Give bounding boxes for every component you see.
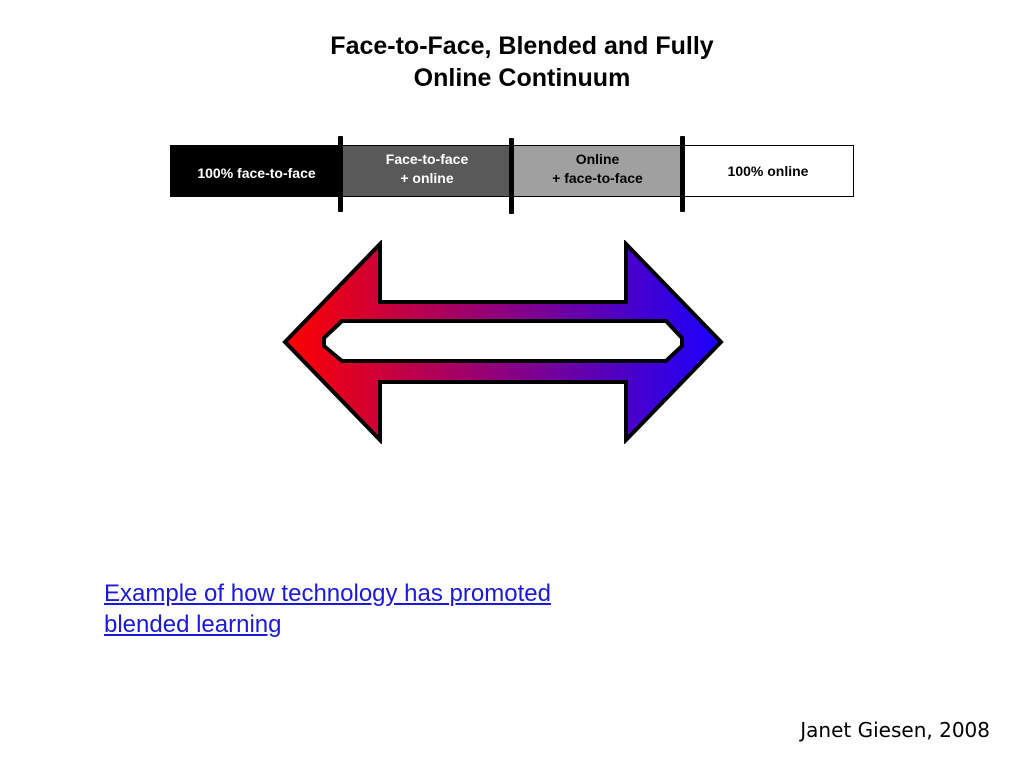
continuum-divider: [338, 136, 343, 212]
segment-face-to-face-plus-online: Face-to-face + online: [342, 146, 512, 196]
link-line-2: blended learning: [104, 611, 282, 638]
segment-label-line-1: Face-to-face: [385, 151, 469, 167]
segment-label-line-2: + face-to-face: [552, 170, 643, 186]
blended-learning-example-link[interactable]: Example of how technology has promoted b…: [104, 578, 624, 640]
double-headed-arrow-icon: [282, 240, 724, 444]
arrow-outline: [282, 240, 724, 444]
segment-label: Face-to-face + online: [386, 150, 468, 188]
continuum-divider: [680, 136, 685, 212]
slide-title-line-2: Online Continuum: [413, 64, 631, 92]
author-credit: Janet Giesen, 2008: [800, 718, 990, 742]
slide-title: Face-to-Face, Blended and Fully Online C…: [212, 30, 832, 94]
segment-label: 100% online: [728, 162, 809, 181]
link-line-1: Example of how technology has promoted: [104, 580, 551, 607]
segment-label-line-2: + online: [400, 170, 454, 186]
segment-label-line-1: 100% face-to-face: [197, 164, 316, 181]
segment-label: Online + face-to-face: [552, 150, 643, 188]
segment-label-line-1: Online: [575, 151, 620, 167]
continuum-bar: 100% face-to-face Face-to-face + online …: [170, 145, 854, 197]
segment-face-to-face: 100% face-to-face: [171, 146, 342, 196]
segment-online: 100% online: [683, 146, 853, 196]
segment-label: 100% face-to-face: [197, 164, 315, 183]
segment-online-plus-face-to-face: Online + face-to-face: [512, 146, 683, 196]
segment-label-line-1: 100% online: [727, 162, 809, 179]
continuum-divider: [509, 138, 514, 214]
slide-title-line-1: Face-to-Face, Blended and Fully: [330, 32, 714, 60]
